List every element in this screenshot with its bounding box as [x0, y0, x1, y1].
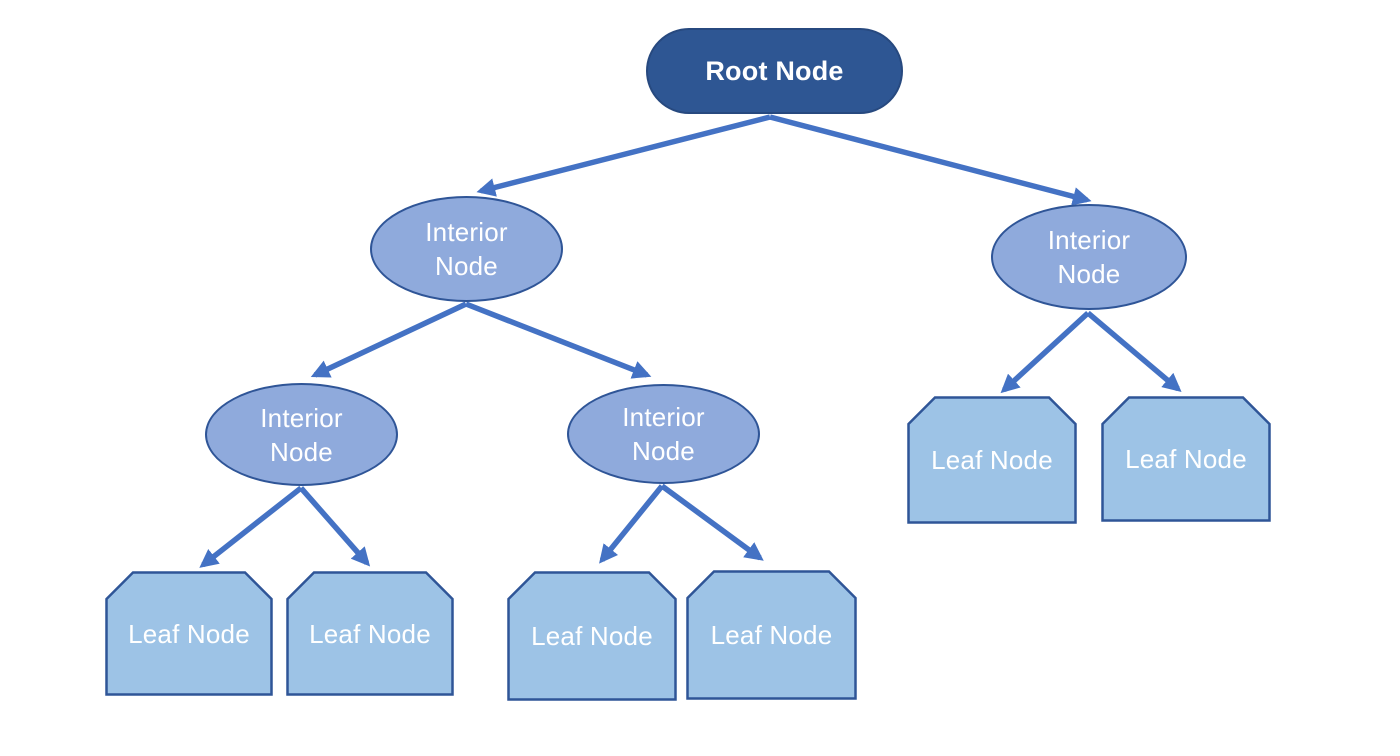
edge-root-node-to-interior-node-left: [476, 114, 771, 197]
leaf-node-4-label: Leaf Node: [710, 620, 833, 650]
edge-interior-node-left-1-to-leaf-node-2: [298, 486, 371, 567]
leaf-node-6: Leaf Node: [1101, 396, 1271, 522]
leaf-node-1-label: Leaf Node: [128, 618, 250, 649]
leaf-node-2-label: Leaf Node: [309, 618, 431, 649]
edge-interior-node-left-to-interior-node-left-1: [310, 301, 468, 378]
snip-rect-shape: [286, 571, 454, 696]
leaf-node-5-label: Leaf Node: [931, 445, 1053, 475]
snip-rect-shape: [907, 396, 1077, 524]
snip-rect-shape: [507, 571, 677, 701]
leaf-node-3-label: Leaf Node: [531, 621, 653, 651]
edge-interior-node-left-to-interior-node-left-2: [464, 301, 652, 379]
edge-interior-node-left-2-to-leaf-node-3: [599, 484, 665, 564]
edge-interior-node-left-1-to-leaf-node-1: [199, 485, 303, 568]
interior-node-left-2: Interior Node: [567, 384, 760, 484]
edge-interior-node-left-2-to-leaf-node-4: [660, 483, 764, 561]
interior-node-left-1-label: Interior Node: [260, 402, 343, 467]
edge-interior-node-right-to-leaf-node-5: [1000, 310, 1090, 394]
leaf-node-1: Leaf Node: [105, 571, 273, 696]
leaf-node-6-label: Leaf Node: [1125, 444, 1247, 474]
edge-interior-node-right-to-leaf-node-6: [1086, 310, 1182, 393]
edge-root-node-to-interior-node-right: [769, 114, 1092, 206]
interior-node-right-label: Interior Node: [1047, 225, 1131, 289]
leaf-node-3: Leaf Node: [507, 571, 677, 701]
snip-rect-shape: [1101, 396, 1271, 522]
leaf-node-5: Leaf Node: [907, 396, 1077, 524]
leaf-node-4: Leaf Node: [686, 570, 857, 700]
interior-node-left-label: Interior Node: [425, 217, 508, 281]
snip-rect-shape: [686, 570, 857, 700]
interior-node-left: Interior Node: [370, 196, 563, 302]
snip-rect-shape: [105, 571, 273, 696]
root-node-label: Root Node: [705, 56, 844, 86]
leaf-node-2: Leaf Node: [286, 571, 454, 696]
interior-node-right: Interior Node: [991, 204, 1187, 310]
interior-node-left-1: Interior Node: [205, 383, 398, 486]
interior-node-left-2-label: Interior Node: [622, 402, 705, 466]
root-node: Root Node: [646, 28, 903, 114]
